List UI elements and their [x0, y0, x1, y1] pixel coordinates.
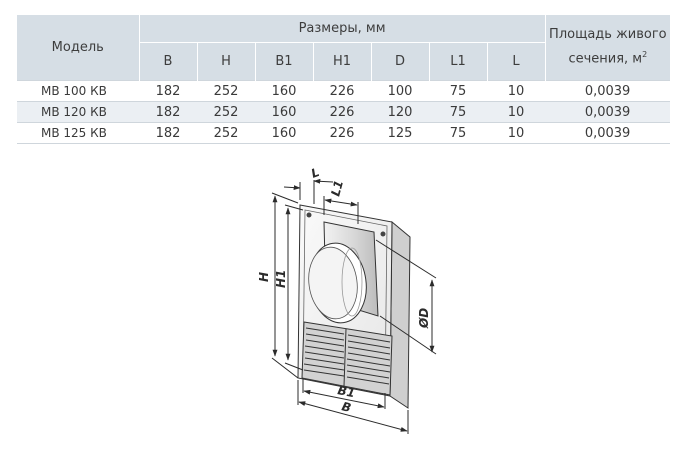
area-cell: 0,0039: [545, 80, 671, 102]
area-header: Площадь живого сечения, м2: [544, 15, 671, 81]
column-header-l1: L1: [428, 42, 487, 81]
table-cell: 252: [197, 122, 255, 144]
table-cell: 100: [371, 80, 429, 102]
label-l1: L1: [328, 179, 346, 198]
dimension-line-l1: [324, 198, 358, 207]
column-header-h: H: [196, 42, 255, 81]
table-cell: 226: [313, 101, 371, 123]
column-header-b1: B1: [254, 42, 313, 81]
table-cell: 252: [197, 80, 255, 102]
table-cell: 10: [487, 101, 546, 123]
table-cell: 182: [139, 80, 197, 102]
table-cell: 226: [313, 122, 371, 144]
table-cell: 125: [371, 122, 429, 144]
model-header: Модель: [17, 15, 139, 81]
label-b1: B1: [336, 383, 356, 400]
label-h1: H1: [274, 270, 288, 288]
table-row: МВ 100 КВ 182 252 160 226 100 75 10 0,00…: [17, 80, 671, 102]
duct-connector: [308, 221, 379, 324]
table-cell: 10: [487, 122, 546, 144]
column-header-h1: H1: [312, 42, 371, 81]
dimension-line-b: [298, 401, 408, 432]
area-cell: 0,0039: [545, 101, 671, 123]
screw-icon: [306, 212, 386, 237]
table-cell: 160: [255, 80, 313, 102]
louvre-grille: [301, 321, 393, 396]
area-header-line1: Площадь живого: [549, 27, 667, 43]
table-cell: 75: [429, 122, 487, 144]
dimensions-header: Размеры, мм: [138, 15, 546, 43]
column-header-l: L: [486, 42, 546, 81]
area-header-line2: сечения, м: [568, 51, 643, 67]
table-row: МВ 120 КВ 182 252 160 226 120 75 10 0,00…: [17, 101, 671, 123]
label-d: ØD: [417, 308, 431, 329]
table-cell: 182: [139, 101, 197, 123]
table-cell: 226: [313, 80, 371, 102]
table-cell: 160: [255, 122, 313, 144]
table-cell: 75: [429, 80, 487, 102]
table-cell: 160: [255, 101, 313, 123]
label-l: L: [309, 165, 321, 181]
area-header-sup: 2: [642, 50, 648, 60]
model-cell: МВ 125 КВ: [17, 122, 139, 144]
label-b: B: [340, 399, 352, 415]
column-header-d: D: [370, 42, 429, 81]
dimension-line-l: [313, 178, 334, 184]
table-cell: 10: [487, 80, 546, 102]
column-header-b: B: [138, 42, 197, 81]
table-cell: 252: [197, 101, 255, 123]
table-cell: 75: [429, 101, 487, 123]
table-cell: 182: [139, 122, 197, 144]
table-row: МВ 125 КВ 182 252 160 226 125 75 10 0,00…: [17, 122, 671, 144]
label-h: H: [257, 272, 271, 282]
area-cell: 0,0039: [545, 122, 671, 144]
dimensions-table: Модель Размеры, мм Площадь живого сечени…: [17, 15, 671, 144]
model-cell: МВ 120 КВ: [17, 101, 139, 123]
table-cell: 120: [371, 101, 429, 123]
model-cell: МВ 100 КВ: [17, 80, 139, 102]
